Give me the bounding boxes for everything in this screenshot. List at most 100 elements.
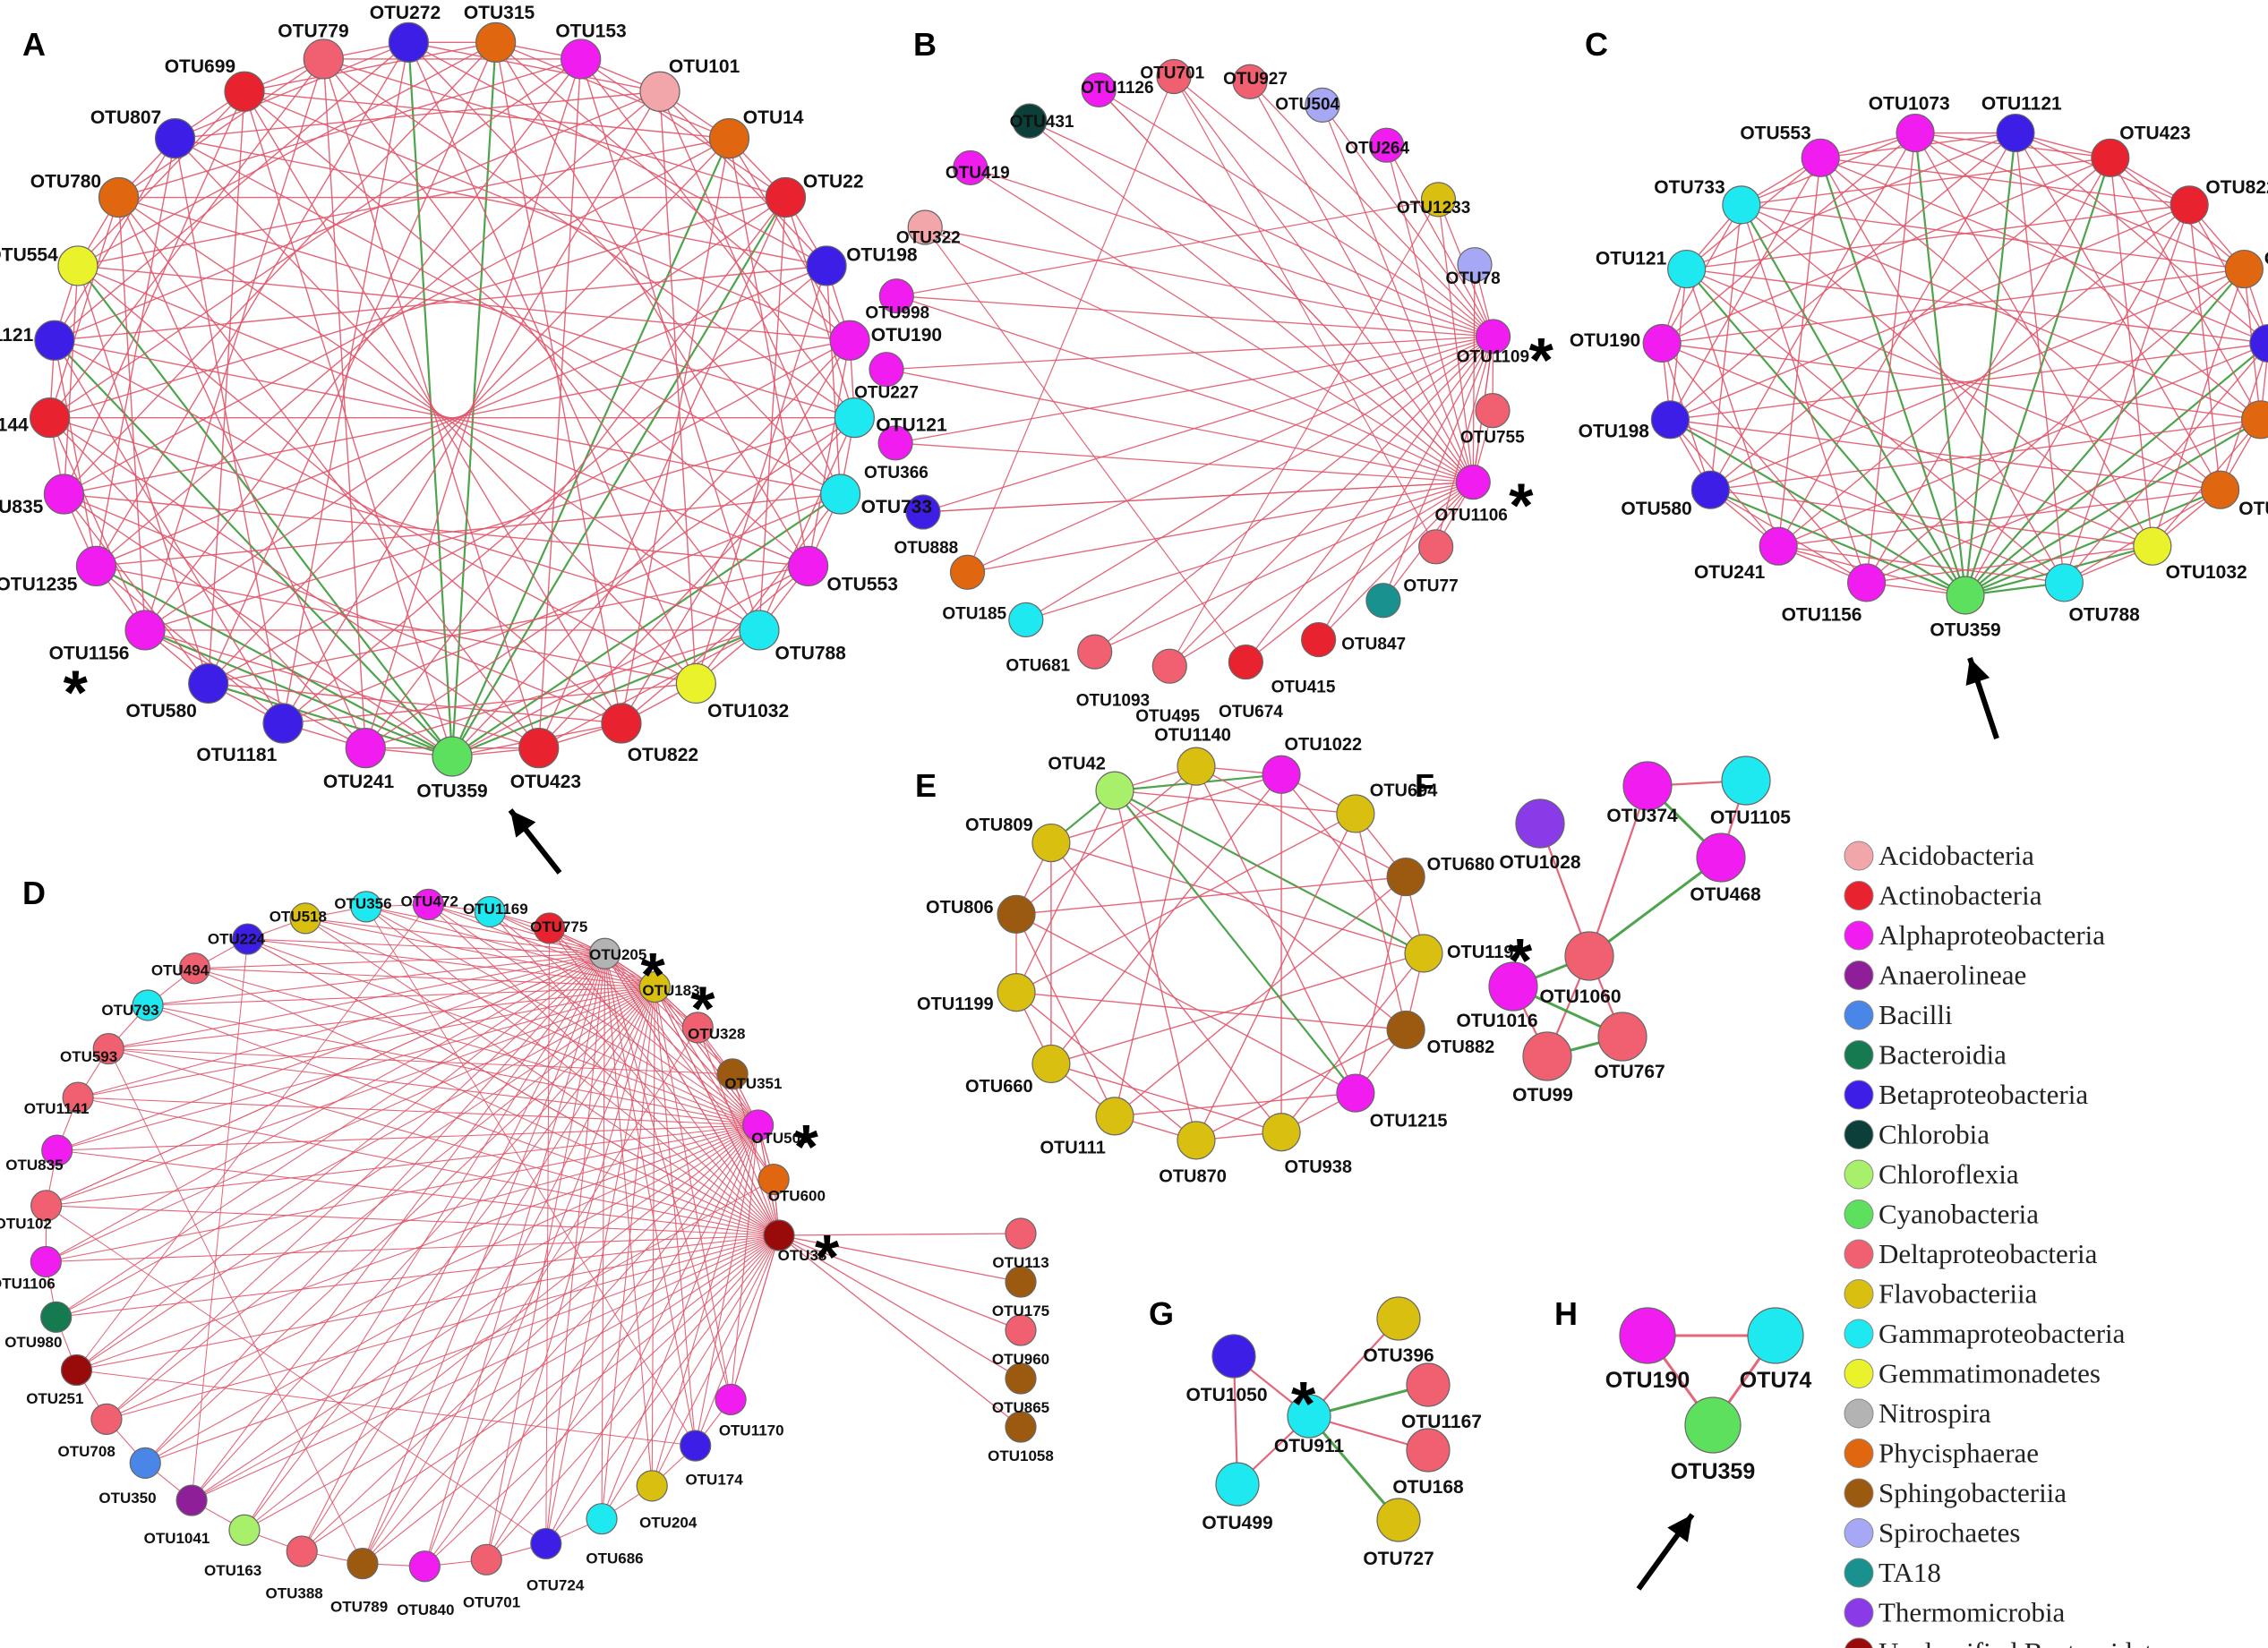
node-otu328: [681, 1012, 714, 1044]
node-label: OTU224: [208, 930, 266, 947]
node-otu1140: [1177, 747, 1216, 786]
edge-negative: [1964, 157, 2111, 596]
edge-positive: [1662, 342, 2261, 421]
node-otu835: [41, 1134, 73, 1166]
node-otu1121: [1996, 113, 2035, 153]
node-label: OTU888: [894, 539, 958, 558]
edge-positive: [77, 137, 730, 267]
edge-positive: [695, 1124, 759, 1447]
edge-positive: [77, 265, 622, 724]
edge-positive: [489, 911, 780, 1236]
node-otu767: [1597, 1012, 1648, 1062]
node-otu911: [1287, 1394, 1331, 1439]
edge-positive: [46, 986, 655, 1262]
edge-positive: [1686, 269, 2065, 584]
edge-positive: [1914, 132, 2262, 421]
node-label: OTU168: [1392, 1477, 1464, 1498]
edge-positive: [362, 1027, 698, 1564]
node-label: OTU356: [334, 895, 391, 912]
node-label: OTU1197: [1447, 943, 1524, 962]
node-otu224: [232, 923, 264, 955]
node-otu1028: [1515, 798, 1565, 849]
legend-label-alphaproteobacteria: Alphaproteobacteria: [1879, 919, 2105, 951]
edge-positive: [247, 938, 780, 1236]
edge-positive: [494, 42, 622, 724]
edge-positive: [77, 41, 496, 267]
edge-positive: [730, 1234, 780, 1400]
node-label: OTU350: [98, 1490, 156, 1507]
edge-positive: [538, 629, 760, 749]
node-label: OTU1233: [1397, 199, 1470, 218]
edge-positive: [144, 952, 605, 1464]
edge-positive: [1661, 132, 1916, 345]
legend-label-nitrospira: Nitrospira: [1879, 1397, 1991, 1429]
panel-letter-c: C: [1585, 26, 1608, 63]
node-otu1181: [262, 703, 304, 744]
legend-label-anaerolineae: Anaerolineae: [1879, 960, 2026, 991]
node-otu315: [475, 21, 517, 63]
node-label: OTU674: [1219, 703, 1283, 722]
node-label: OTU775: [530, 918, 587, 935]
edge-positive: [485, 986, 655, 1560]
node-otu1093: [1077, 634, 1113, 670]
edge-positive: [174, 138, 284, 724]
significance-star: *: [690, 974, 715, 1044]
edge-positive: [778, 1234, 1022, 1283]
edge-positive: [1050, 841, 1425, 954]
edge-positive: [49, 58, 324, 419]
node-otu175: [1005, 1266, 1037, 1298]
node-label: OTU809: [965, 815, 1033, 835]
edge-positive: [191, 986, 655, 1501]
node-label: OTU1121: [0, 325, 34, 346]
node-otu272: [388, 21, 429, 63]
edge-positive: [64, 493, 622, 724]
edge-positive: [208, 565, 809, 685]
node-otu272: [2249, 323, 2268, 363]
node-otu593: [92, 1032, 124, 1065]
edge-positive: [1709, 132, 1916, 491]
node-otu494: [178, 952, 210, 985]
edge-positive: [76, 952, 605, 1370]
node-label: OTU204: [639, 1515, 698, 1532]
edge-positive: [1195, 765, 1407, 878]
legend-swatch-unclassified-bacteroidetes: [1844, 1637, 1873, 1648]
node-label: OTU495: [1135, 707, 1200, 726]
panel-letter-d: D: [22, 875, 46, 911]
legend-swatch-phycisphaerae: [1844, 1439, 1874, 1468]
node-otu847: [1365, 583, 1401, 619]
edge-positive: [545, 1234, 780, 1544]
node-label: OTU1199: [917, 995, 994, 1014]
node-label: OTU1050: [1185, 1385, 1267, 1405]
legend-label-thermomicrobia: Thermomicrobia: [1879, 1597, 2066, 1628]
node-otu99: [1522, 1031, 1572, 1081]
node-label: OTU190: [1605, 1368, 1690, 1393]
edge-positive: [778, 1234, 1022, 1379]
edge-positive: [282, 42, 410, 724]
legend-swatch-gammaproteobacteria: [1844, 1319, 1874, 1349]
edge-positive: [247, 938, 655, 988]
node-label: OTU1028: [1499, 852, 1580, 873]
edge-positive: [1015, 991, 1407, 1031]
node-label: OTU870: [1159, 1167, 1227, 1187]
node-otu822: [601, 703, 642, 744]
node-otu113: [1005, 1217, 1037, 1250]
node-label: OTU755: [1460, 428, 1525, 447]
edge-positive: [1710, 268, 2245, 491]
node-label: OTU183: [642, 982, 699, 999]
node-label: OTU553: [827, 574, 898, 594]
edge-negative: [144, 628, 453, 758]
edge-positive: [485, 953, 606, 1560]
edge-positive: [408, 41, 661, 92]
edge-positive: [970, 167, 1474, 483]
edge-positive: [1741, 204, 2153, 547]
edge-positive: [64, 137, 730, 495]
edge-positive: [207, 91, 245, 684]
edge-positive: [1168, 482, 1474, 667]
significance-star: *: [64, 657, 89, 727]
panel-letter-h: H: [1554, 1295, 1578, 1332]
node-label: OTU42: [1048, 754, 1105, 773]
node-label: OTU504: [1275, 95, 1339, 114]
edge-positive: [1662, 268, 2245, 345]
edge-positive: [1015, 790, 1116, 993]
edge-positive: [54, 339, 284, 724]
